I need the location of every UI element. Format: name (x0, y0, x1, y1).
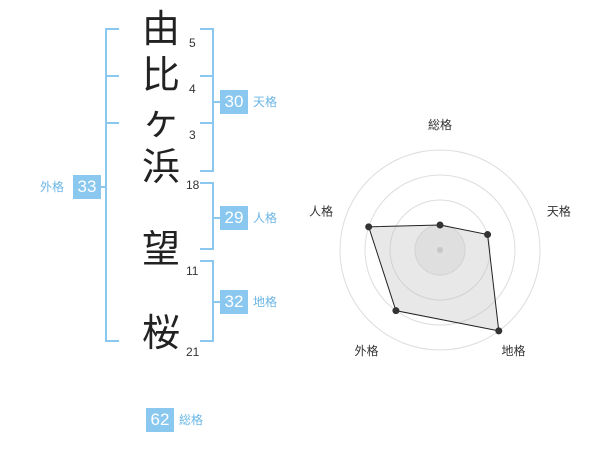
radar-axis-label-4: 外格 (355, 343, 379, 358)
radar-axis-label-3: 地格 (501, 343, 525, 358)
radar-point-3 (495, 327, 503, 335)
tenkaku-label: 天格 (253, 95, 278, 109)
radar-axis-label-5: 人格 (309, 203, 333, 218)
jinkaku-bracket (200, 182, 214, 250)
soukaku-value-badge: 62 (146, 408, 174, 432)
jinkaku-value-badge: 29 (220, 206, 248, 230)
radar-data-polygon (367, 224, 500, 332)
tenkaku-bracket-tick (200, 75, 214, 77)
gaikaku-bracket-tick (105, 122, 119, 124)
jinkaku-label: 人格 (253, 211, 278, 225)
radar-point-4 (392, 307, 400, 315)
name-char-1: 由 (141, 7, 180, 51)
stroke-count-5: 11 (186, 264, 199, 278)
bracket-connector (212, 101, 220, 103)
tenkaku-bracket (200, 28, 214, 172)
name-char-4: 浜 (141, 145, 180, 189)
name-char-6: 桜 (141, 311, 180, 355)
gaikaku-bracket (105, 28, 119, 342)
stroke-count-6: 21 (186, 345, 200, 359)
gaikaku-bracket-tick (105, 75, 119, 77)
name-char-3: ヶ (141, 99, 180, 143)
bracket-connector (212, 217, 220, 219)
chikaku-value-badge: 32 (220, 290, 248, 314)
gaikaku-label: 外格 (40, 180, 65, 194)
radar-point-1 (436, 221, 444, 229)
name-char-2: 比 (141, 53, 180, 97)
soukaku-label: 総格 (179, 413, 204, 427)
bracket-connector (212, 301, 220, 303)
name-char-5: 望 (141, 227, 180, 271)
radar-axis-label-1: 総格 (428, 117, 452, 132)
chikaku-label: 地格 (253, 295, 278, 309)
tenkaku-bracket-tick (200, 122, 214, 124)
radar-point-5 (365, 223, 373, 231)
radar-point-2 (484, 231, 492, 239)
radar-axis-label-2: 天格 (547, 203, 571, 218)
radar-center-dot (437, 247, 443, 253)
stroke-count-3: 3 (189, 128, 196, 142)
stroke-count-2: 4 (189, 82, 196, 96)
tenkaku-value-badge: 30 (220, 90, 248, 114)
stroke-count-4: 18 (186, 178, 200, 192)
gaikaku-value-badge: 33 (73, 175, 101, 199)
stroke-count-1: 5 (189, 36, 196, 50)
gaikaku-bracket-tick (101, 186, 107, 188)
